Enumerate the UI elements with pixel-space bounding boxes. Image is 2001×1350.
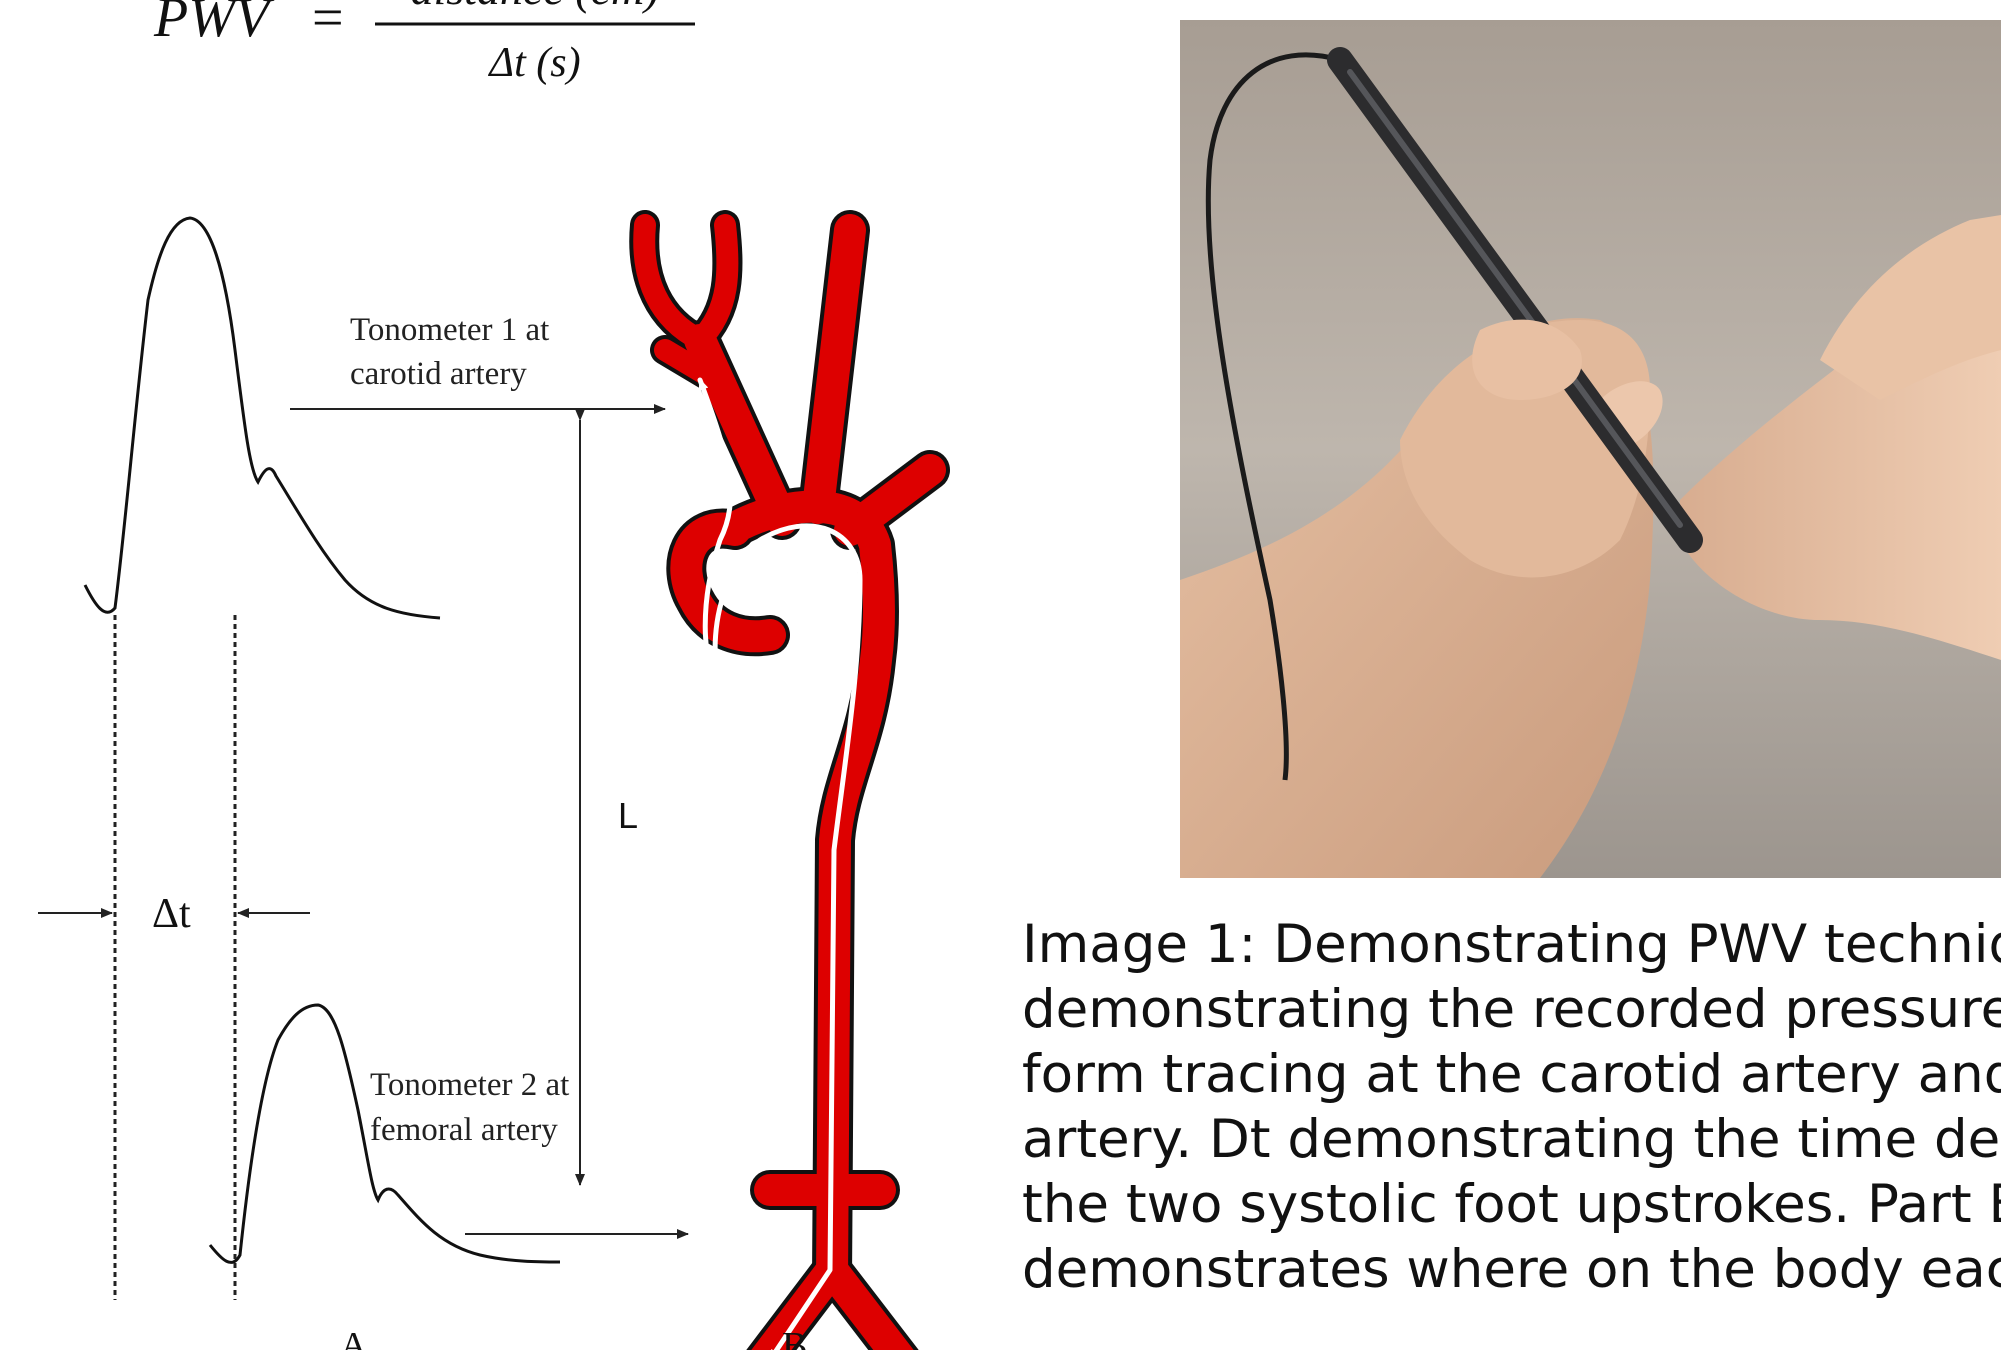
- tonometer-1-line-1: Tonometer 1 at: [350, 312, 549, 348]
- figure-caption: Image 1: Demonstrating PWV technique dem…: [1022, 912, 2001, 1350]
- tonometer-1-line-2: carotid artery: [350, 356, 527, 392]
- caption-line-1: Image 1: Demonstrating PWV technique: [1022, 912, 2001, 977]
- artery-red-fill: [686, 230, 930, 1350]
- formula-equals: =: [312, 0, 344, 49]
- delta-t-label: Δt: [152, 891, 191, 937]
- part-b-label: B: [782, 1325, 807, 1350]
- pwv-formula: PWV = distance (cm) Δt (s): [150, 0, 710, 100]
- tonometer-1-label: Tonometer 1 at carotid artery: [350, 312, 558, 392]
- carotid-pressure-waveform: [85, 218, 440, 618]
- part-a-label: A: [340, 1325, 368, 1350]
- caption-line-2: demonstrating the recorded pressure: [1022, 977, 2001, 1042]
- tonometer-photo: [1180, 20, 2001, 878]
- arterial-tree: [644, 225, 930, 1350]
- caption-line-4: artery. Dt demonstrating the time delay: [1022, 1107, 2001, 1172]
- caption-line-6: demonstrates where on the body each: [1022, 1237, 2001, 1302]
- formula-lhs: PWV: [153, 0, 275, 49]
- tonometer-2-line-1: Tonometer 2 at: [370, 1067, 569, 1103]
- formula-denominator: Δt (s): [487, 40, 580, 86]
- formula-numerator: distance (cm): [410, 0, 659, 14]
- distance-l-label: L: [618, 795, 638, 836]
- caption-line-5: the two systolic foot upstrokes. Part B: [1022, 1172, 2001, 1237]
- tonometer-2-line-2: femoral artery: [370, 1112, 558, 1148]
- caption-line-3: form tracing at the carotid artery and: [1022, 1042, 2001, 1107]
- tonometer-2-label: Tonometer 2 at femoral artery: [370, 1067, 578, 1148]
- pwv-measurement-diagram: Δt Tonometer 1 at carotid artery L Tonom…: [0, 200, 980, 1350]
- aortic-root-dot: [714, 680, 730, 696]
